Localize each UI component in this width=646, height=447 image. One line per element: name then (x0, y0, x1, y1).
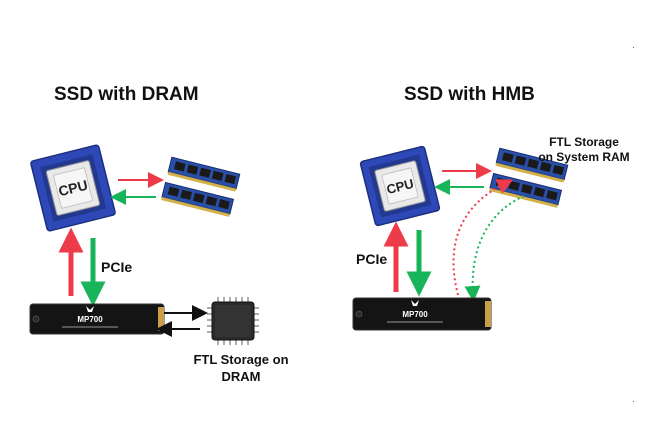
left-ftl-line-2: DRAM (221, 369, 261, 384)
right-ftl-storage-label: FTL Storage on System RAM (532, 135, 636, 165)
left-corsair-logo-icon (86, 306, 94, 312)
left-ftl-line-1: FTL Storage on (193, 352, 289, 367)
left-cpu-label: CPU (57, 177, 90, 200)
left-ssd-label: MP700 (77, 315, 103, 324)
left-ram-module-icon (161, 156, 241, 217)
right-ssd-label: MP700 (402, 310, 428, 319)
corner-dot (633, 401, 634, 402)
left-cpu-chip-icon: CPU (30, 144, 116, 232)
right-ftl-line-1: FTL Storage (549, 135, 619, 149)
hmb-ram-to-ssd-dotted-arrow (464, 195, 525, 302)
left-ssd-drive-icon: MP700 (29, 303, 165, 335)
right-corsair-logo-icon (411, 300, 419, 306)
dram-chip-icon (207, 297, 259, 345)
right-pcie-label: PCIe (356, 251, 388, 267)
left-pcie-label: PCIe (101, 259, 133, 275)
right-ftl-line-2: on System RAM (538, 150, 630, 164)
corner-dot (633, 47, 634, 48)
right-cpu-label: CPU (385, 176, 415, 197)
right-ssd-drive-icon: MP700 (352, 297, 492, 331)
left-ftl-storage-label: FTL Storage on DRAM (186, 351, 296, 385)
right-cpu-chip-icon: CPU (359, 145, 441, 227)
hmb-ssd-to-ram-dotted-arrow (452, 179, 514, 296)
right-panel-title: SSD with HMB (404, 84, 535, 105)
left-panel-title: SSD with DRAM (54, 84, 199, 105)
